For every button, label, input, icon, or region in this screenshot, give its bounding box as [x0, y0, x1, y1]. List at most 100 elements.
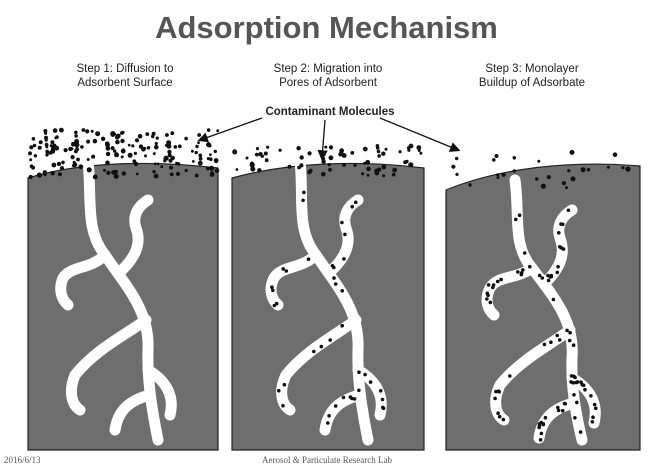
molecule-dot [497, 389, 501, 393]
molecule-dot [139, 144, 143, 148]
molecule-dot [568, 331, 572, 335]
molecule-dot [277, 389, 281, 393]
molecule-dot [207, 128, 211, 132]
molecule-dot [307, 257, 311, 261]
molecule-dot [361, 172, 364, 175]
molecule-dot [256, 147, 259, 150]
molecule-dot [513, 169, 516, 172]
molecule-dot [491, 286, 495, 290]
molecule-dot [376, 146, 380, 150]
molecule-dot [367, 174, 370, 177]
molecule-dot [49, 151, 53, 155]
molecule-dot [607, 166, 610, 169]
molecule-dot [567, 169, 570, 172]
molecule-dot [52, 163, 57, 168]
molecule-dot [340, 289, 344, 293]
molecule-dot [169, 166, 173, 170]
molecule-dot [575, 401, 579, 405]
molecule-dot [587, 168, 590, 171]
molecule-dot [111, 170, 116, 175]
molecule-dot [151, 135, 154, 138]
molecule-dot [113, 149, 116, 152]
molecule-dot [591, 420, 595, 424]
molecule-dot [549, 340, 553, 344]
arrow-to-panel-3 [380, 118, 458, 150]
molecule-dot [197, 141, 200, 144]
molecule-dot [485, 297, 489, 301]
molecule-dot [308, 151, 312, 155]
molecule-dot [31, 166, 35, 170]
molecule-dot [71, 143, 75, 147]
molecule-dot [489, 301, 493, 305]
molecule-dot [377, 154, 381, 158]
molecule-dot [106, 146, 111, 151]
molecule-dot [74, 134, 78, 138]
molecule-dot [327, 414, 331, 418]
molecule-dot [80, 145, 84, 149]
molecule-dot [73, 163, 77, 167]
molecule-dot [502, 173, 506, 177]
molecule-dot [342, 396, 346, 400]
molecule-dot [95, 131, 100, 136]
molecule-dot [583, 388, 587, 392]
molecule-dot [154, 162, 157, 165]
molecule-dot [71, 147, 74, 150]
molecule-dot [363, 147, 368, 152]
molecule-dot [45, 145, 48, 148]
molecule-dot [279, 149, 282, 152]
molecule-dot [541, 184, 546, 189]
molecule-dot [199, 157, 203, 161]
molecule-dot [561, 409, 565, 413]
molecule-dot [273, 304, 277, 308]
callout-arrows [200, 118, 458, 158]
molecule-dot [210, 171, 213, 174]
molecule-dot [550, 274, 554, 278]
molecule-dot [50, 140, 54, 144]
molecule-dot [93, 139, 98, 144]
molecule-dot [106, 152, 110, 156]
molecule-dot [128, 153, 133, 158]
molecule-dot [339, 148, 344, 153]
molecule-dot [573, 416, 577, 420]
molecule-dot [114, 174, 119, 179]
molecule-dot [134, 162, 138, 166]
molecule-dot [121, 149, 125, 153]
molecule-dot [321, 172, 326, 177]
molecule-dot [74, 143, 79, 148]
molecule-dot [281, 267, 285, 271]
molecule-dot [381, 406, 385, 410]
molecule-dot [250, 167, 255, 172]
molecule-dot [562, 181, 566, 185]
molecule-dot [403, 160, 407, 164]
molecule-dot [288, 165, 292, 169]
molecule-dot [572, 393, 576, 397]
molecule-dot [209, 166, 214, 171]
molecule-dot [214, 150, 217, 153]
molecule-dot [581, 167, 586, 172]
molecule-dot [538, 274, 542, 278]
molecule-dot [105, 161, 109, 165]
molecule-dot [572, 343, 576, 347]
molecule-dot [46, 152, 49, 155]
molecule-dot [29, 158, 32, 161]
molecule-dot [145, 132, 149, 136]
molecule-dot [198, 154, 202, 158]
molecule-dot [496, 280, 500, 284]
molecule-dot [87, 167, 92, 172]
molecule-dot [86, 140, 90, 144]
molecule-dot [538, 422, 542, 426]
molecule-dot [128, 144, 131, 147]
molecule-dot [197, 133, 201, 137]
molecule-dot [353, 164, 356, 167]
adsorbent-block-3 [446, 164, 640, 450]
molecule-dot [508, 374, 512, 378]
molecule-dot [593, 403, 597, 407]
molecule-dot [300, 155, 304, 159]
molecule-dot [136, 173, 139, 176]
molecule-dot [513, 156, 517, 160]
molecule-dot [377, 168, 381, 172]
molecule-dot [558, 245, 562, 249]
molecule-dot [138, 134, 143, 139]
molecule-dot [497, 176, 500, 179]
molecule-dot [178, 145, 182, 149]
